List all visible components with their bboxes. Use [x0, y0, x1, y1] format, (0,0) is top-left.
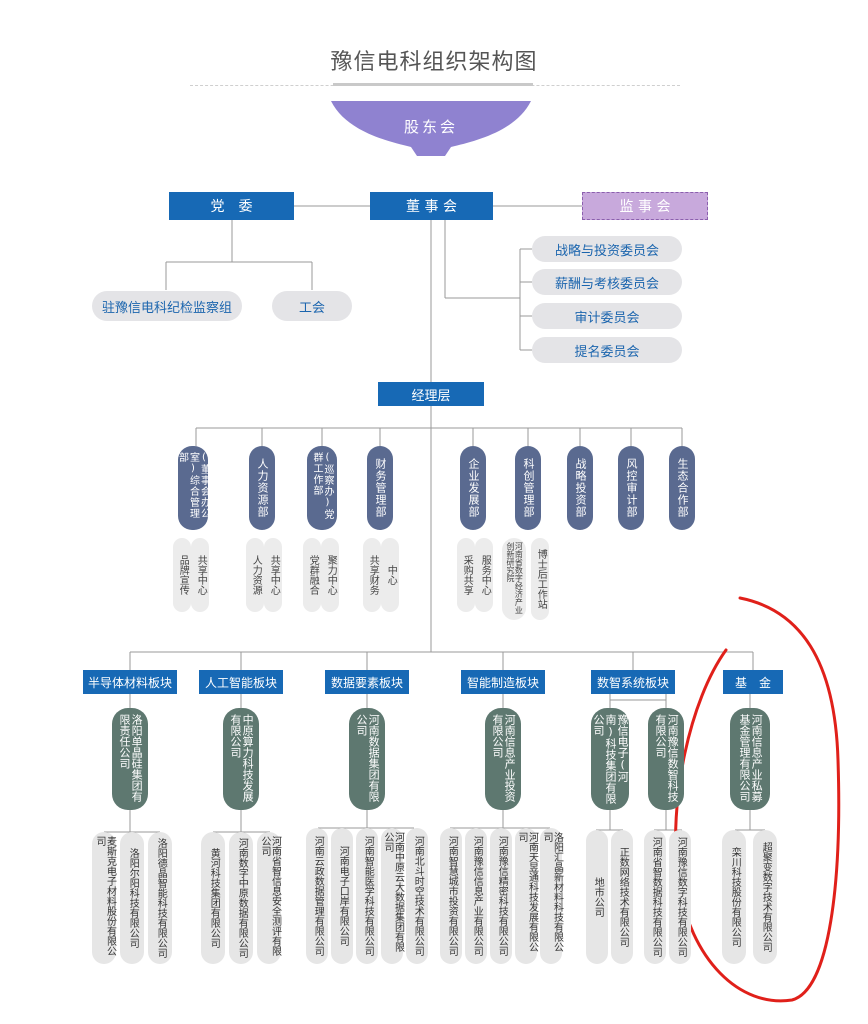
sub-finance-center: 中心	[381, 538, 399, 612]
segment-digital-systems: 数智系统板块	[591, 670, 675, 694]
group-henan-data: 河南数据集团有限公司	[349, 708, 385, 810]
company-item: 河南数字中原数据有限公司	[229, 832, 253, 964]
sub-hr: 人力资源	[246, 538, 264, 612]
committee-strategy: 战略与投资委员会	[532, 236, 682, 262]
company-item: 洛阳德晶智能科技有限公司	[148, 832, 172, 964]
segment-data: 数据要素板块	[325, 670, 409, 694]
dept-ecosystem: 生态合作部	[669, 446, 695, 530]
segment-fund: 基 金	[723, 670, 783, 694]
committee-nomination: 提名委员会	[532, 337, 682, 363]
company-item: 河南省智信息安全测评有限公司	[257, 832, 281, 964]
company-item: 河南豫信精密科技有限公司	[490, 828, 512, 964]
dept-strategic-investment: 战略投资部	[567, 446, 593, 530]
group-private-fund: 河南信息产业私募基金管理有限公司	[730, 708, 770, 810]
committee-audit: 审计委员会	[532, 303, 682, 329]
group-compute: 中原算力科技发展有限公司	[223, 708, 259, 810]
sub-procurement-center: 服务中心	[475, 538, 493, 612]
company-item: 河南智慧城市投资有限公司	[440, 828, 462, 964]
party-committee-box: 党 委	[169, 192, 294, 220]
sub-party-center: 聚力中心	[321, 538, 339, 612]
dept-finance: 财务管理部	[367, 446, 393, 530]
company-item: 河南中原云大数据集团有限公司	[381, 828, 404, 964]
company-item: 河南电子口岸有限公司	[331, 828, 353, 964]
company-item: 栾川科技股份有限公司	[722, 830, 746, 964]
labor-union-pill: 工会	[272, 291, 352, 321]
sub-finance: 共享财务	[363, 538, 381, 612]
title-underline	[333, 83, 533, 86]
shareholders-shape	[331, 101, 531, 156]
company-item: 洛阳尔阳科技有限公司	[120, 832, 144, 964]
company-item: 麦斯克电子材料股份有限公司	[92, 832, 116, 964]
dept-party-masses: (巡察办)党群工作部	[307, 446, 337, 530]
sub-brand-center: 共享中心	[191, 538, 209, 612]
management-box: 经理层	[378, 382, 484, 406]
group-yuxin-electronics: 豫信电子(河南)科技集团有限公司	[591, 708, 629, 810]
company-item: 洛阳汇晶新材料科技有限公司	[540, 828, 563, 964]
supervisory-box: 监 事 会	[582, 192, 708, 220]
board-box: 董 事 会	[370, 192, 493, 220]
dept-risk-audit: 风控审计部	[618, 446, 644, 530]
sub-research-institute: 河南省数字经济产业创新研究院	[502, 538, 526, 620]
sub-hr-center: 共享中心	[264, 538, 282, 612]
dept-general-management: (董事会办公室)综合管理部	[177, 446, 210, 530]
segment-ai: 人工智能板块	[199, 670, 283, 694]
company-item: 河南云政数据管理有限公司	[306, 828, 328, 964]
company-item: 黄河科技集团有限公司	[201, 832, 225, 964]
group-info-investment: 河南信息产业投资有限公司	[485, 708, 521, 810]
sub-procurement: 采购共享	[457, 538, 475, 612]
company-item: 超聚变数字技术有限公司	[753, 830, 777, 964]
company-item: 地市公司	[586, 830, 608, 964]
company-item: 河南天昱通科技发展有限公司	[515, 828, 538, 964]
company-item: 河南北斗时空技术有限公司	[406, 828, 428, 964]
committee-compensation: 薪酬与考核委员会	[532, 269, 682, 295]
segment-semiconductor: 半导体材料板块	[83, 670, 177, 694]
company-item: 河南省智数据科技有限公司	[644, 830, 666, 964]
segment-manufacturing: 智能制造板块	[461, 670, 545, 694]
company-item: 河南智能医学科技有限公司	[356, 828, 378, 964]
sub-party: 党群融合	[303, 538, 321, 612]
page-title: 豫信电科组织架构图	[330, 50, 538, 75]
dept-innovation: 科创管理部	[515, 446, 541, 530]
company-item: 正数网络技术有限公司	[611, 830, 633, 964]
sub-brand: 品牌宣传	[173, 538, 191, 612]
shareholders-label: 股东会	[403, 118, 458, 136]
company-item: 河南豫信信息产业有限公司	[465, 828, 487, 964]
company-item: 河南豫信数字科技有限公司	[669, 830, 691, 964]
dept-hr: 人力资源部	[249, 446, 275, 530]
dept-enterprise-dev: 企业发展部	[460, 446, 486, 530]
discipline-group-pill: 驻豫信电科纪检监察组	[92, 291, 242, 321]
group-yuxin-digital: 河南豫信数智科技有限公司	[648, 708, 684, 810]
group-luoyang-silicon: 洛阳单晶硅集团有限责任公司	[112, 708, 148, 810]
sub-postdoc-station: 博士后工作站	[531, 538, 549, 620]
